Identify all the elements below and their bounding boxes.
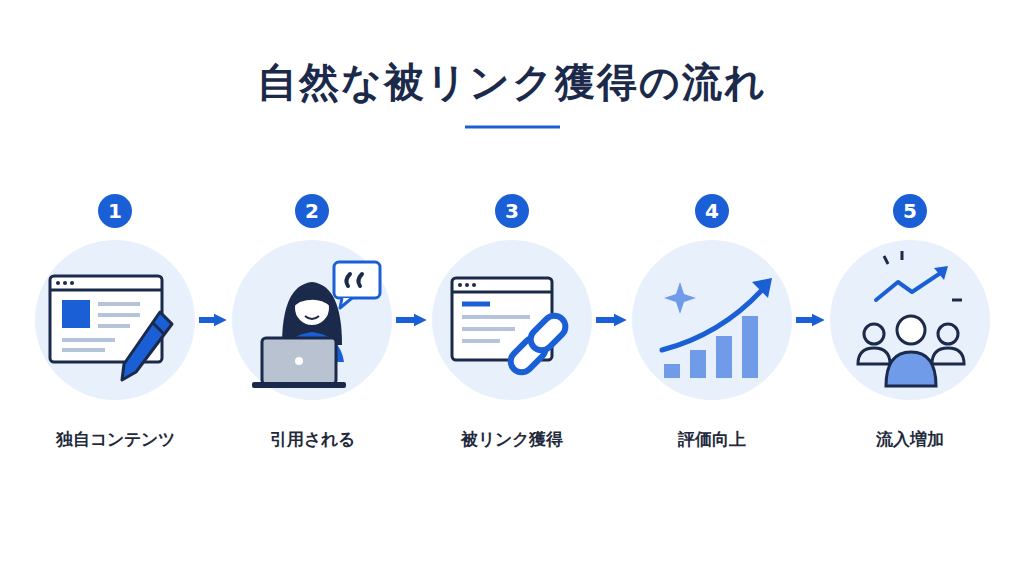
step-number-badge: 4 <box>695 194 729 228</box>
step-label: 流入増加 <box>790 428 1024 450</box>
step-number-badge: 2 <box>295 194 329 228</box>
step-number: 3 <box>505 201 519 221</box>
step-label: 独自コンテンツ <box>0 428 235 450</box>
step-circle: 独自コンテンツ <box>35 240 195 400</box>
step-circle: 評価向上 <box>632 240 792 400</box>
step-label: 評価向上 <box>592 428 832 450</box>
flow-arrow <box>796 317 813 323</box>
diagram-title: 自然な被リンク獲得の流れ <box>0 58 1024 106</box>
step-number-badge: 3 <box>495 194 529 228</box>
step-number-badge: 1 <box>98 194 132 228</box>
step-label: 被リンク獲得 <box>392 428 632 450</box>
step-backgrounds <box>35 240 990 400</box>
link-icon <box>452 278 570 377</box>
content-icon <box>50 276 172 380</box>
flow-arrow <box>596 317 615 323</box>
step-number: 4 <box>705 201 719 221</box>
people-icon <box>858 251 964 386</box>
title-underline <box>465 126 560 129</box>
step-circle: 引用される <box>232 240 392 400</box>
flow-arrow <box>199 317 215 323</box>
step-label: 引用される <box>192 428 432 450</box>
step-circle: 被リンク獲得 <box>432 240 592 400</box>
step-number-badge: 5 <box>893 194 927 228</box>
chart-icon <box>662 278 772 378</box>
person-icon <box>252 262 380 388</box>
step-number: 5 <box>903 201 917 221</box>
step-number: 2 <box>305 201 319 221</box>
flow-arrow <box>396 317 415 323</box>
step-number: 1 <box>108 201 122 221</box>
step-circle: 流入増加 <box>830 240 990 400</box>
